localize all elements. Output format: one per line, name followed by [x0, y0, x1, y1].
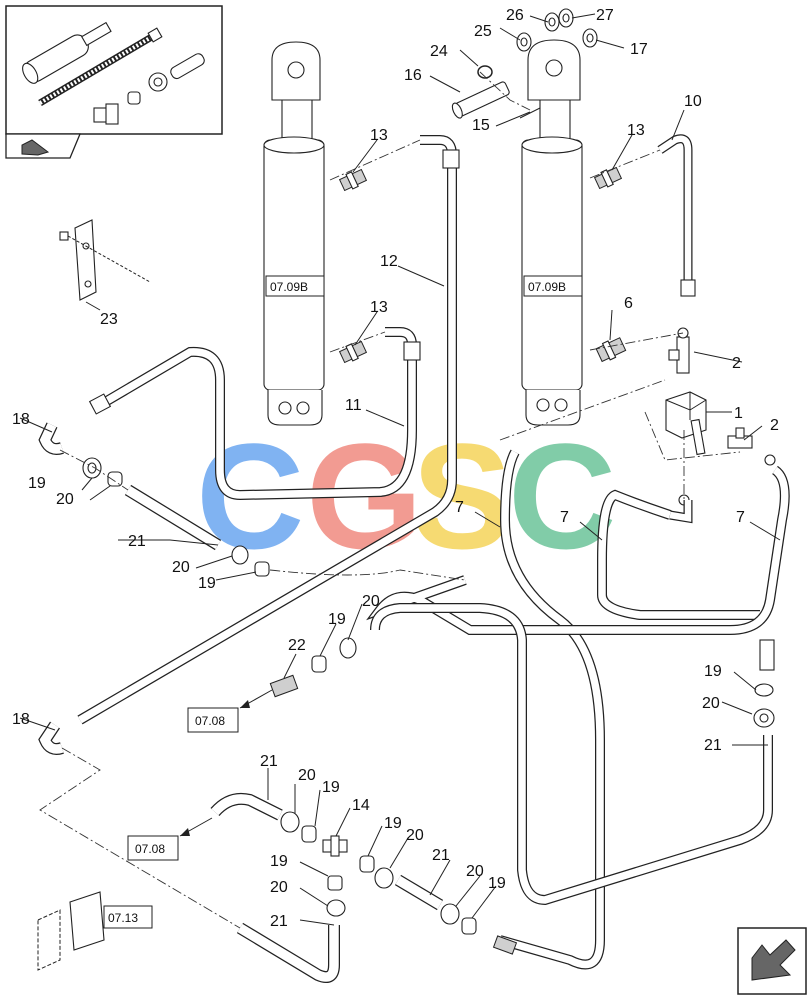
callout-19-f[interactable]: 19 — [384, 815, 402, 832]
tube-21-short-a — [210, 792, 283, 821]
callout-13-c[interactable]: 13 — [627, 122, 645, 139]
callout-19-b[interactable]: 19 — [198, 575, 216, 592]
callout-11[interactable]: 11 — [345, 397, 362, 414]
callout-25[interactable]: 25 — [474, 23, 492, 40]
callout-13-a[interactable]: 13 — [370, 127, 388, 144]
tube-21-short-b — [394, 874, 444, 911]
callout-21-a[interactable]: 21 — [128, 533, 146, 550]
ref-0708-b[interactable]: 07.08 — [135, 842, 165, 856]
callout-2-b[interactable]: 2 — [770, 417, 779, 434]
cylinder-right-ref[interactable]: 07.09B — [528, 280, 566, 294]
nuts-washers — [82, 457, 775, 955]
callout-21-e[interactable]: 21 — [432, 847, 450, 864]
callout-18-b[interactable]: 18 — [12, 711, 30, 728]
leader-lines — [19, 13, 781, 926]
next-page-arrow-icon[interactable] — [737, 927, 807, 995]
callout-13-b[interactable]: 13 — [370, 299, 388, 316]
prev-page-arrow-icon[interactable] — [5, 133, 81, 159]
callout-7-b[interactable]: 7 — [560, 509, 569, 526]
tube-21-left — [124, 484, 222, 551]
callout-19-h[interactable]: 19 — [488, 875, 506, 892]
callout-20-g[interactable]: 20 — [270, 879, 288, 896]
callout-14[interactable]: 14 — [352, 797, 370, 814]
callout-10[interactable]: 10 — [684, 93, 702, 110]
callout-21-b[interactable]: 21 — [704, 737, 722, 754]
tube-21-right — [370, 603, 773, 906]
callout-20-c[interactable]: 20 — [362, 593, 380, 610]
elbow-18-bottom — [38, 721, 64, 755]
callout-15[interactable]: 15 — [472, 117, 490, 134]
callout-21-c[interactable]: 21 — [260, 753, 278, 770]
callout-labels: 13 13 13 6 10 12 11 7 7 7 1 2 2 18 18 23… — [12, 7, 779, 930]
callout-20-f[interactable]: 20 — [406, 827, 424, 844]
callout-6[interactable]: 6 — [624, 295, 633, 312]
callout-7-c[interactable]: 7 — [736, 509, 745, 526]
callout-19-g[interactable]: 19 — [270, 853, 288, 870]
callout-20-e[interactable]: 20 — [298, 767, 316, 784]
callout-7-a[interactable]: 7 — [455, 499, 464, 516]
callout-16[interactable]: 16 — [404, 67, 422, 84]
ref-0708-a[interactable]: 07.08 — [195, 714, 225, 728]
callout-18-a[interactable]: 18 — [12, 411, 30, 428]
tube-21-short-c — [236, 922, 340, 983]
hose-11 — [88, 327, 421, 501]
bracket-23 — [59, 219, 151, 301]
valve-1 — [665, 327, 776, 506]
callout-24[interactable]: 24 — [430, 43, 448, 60]
clamp-0713: 07.13 — [37, 891, 153, 971]
callout-19-d[interactable]: 19 — [704, 663, 722, 680]
callout-23[interactable]: 23 — [100, 311, 118, 328]
callout-19-e[interactable]: 19 — [322, 779, 340, 796]
callout-27[interactable]: 27 — [596, 7, 614, 24]
ref-0713[interactable]: 07.13 — [108, 911, 138, 925]
left-cylinder: 07.09B — [263, 41, 325, 426]
cylinder-left-ref[interactable]: 07.09B — [270, 280, 308, 294]
watermark-letter-3: S — [412, 412, 512, 580]
callout-12[interactable]: 12 — [380, 253, 398, 270]
callout-20-b[interactable]: 20 — [172, 559, 190, 576]
ref-box-0708-b: 07.08 — [127, 817, 213, 861]
right-cylinder: 07.09B — [521, 39, 583, 426]
center-lines — [39, 71, 741, 929]
callout-2-a[interactable]: 2 — [732, 355, 741, 372]
washers — [451, 8, 598, 119]
hose-7-a — [498, 449, 605, 970]
callout-17[interactable]: 17 — [630, 41, 648, 58]
inset-kit-icon[interactable] — [5, 5, 223, 135]
hose-7-c — [366, 465, 790, 671]
ref-box-0708-a: 07.08 — [187, 689, 273, 733]
hose-10 — [657, 134, 696, 297]
callout-22[interactable]: 22 — [288, 637, 306, 654]
callout-1[interactable]: 1 — [734, 405, 743, 422]
callout-19-c[interactable]: 19 — [328, 611, 346, 628]
hose-12 — [77, 135, 460, 725]
callout-20-h[interactable]: 20 — [466, 863, 484, 880]
callout-20-a[interactable]: 20 — [56, 491, 74, 508]
hose-7-b — [597, 489, 760, 620]
callout-20-d[interactable]: 20 — [702, 695, 720, 712]
fittings-13 — [338, 166, 627, 364]
elbow-18-top — [38, 422, 64, 455]
callout-21-d[interactable]: 21 — [270, 913, 288, 930]
callout-19-a[interactable]: 19 — [28, 475, 46, 492]
callout-26[interactable]: 26 — [506, 7, 524, 24]
